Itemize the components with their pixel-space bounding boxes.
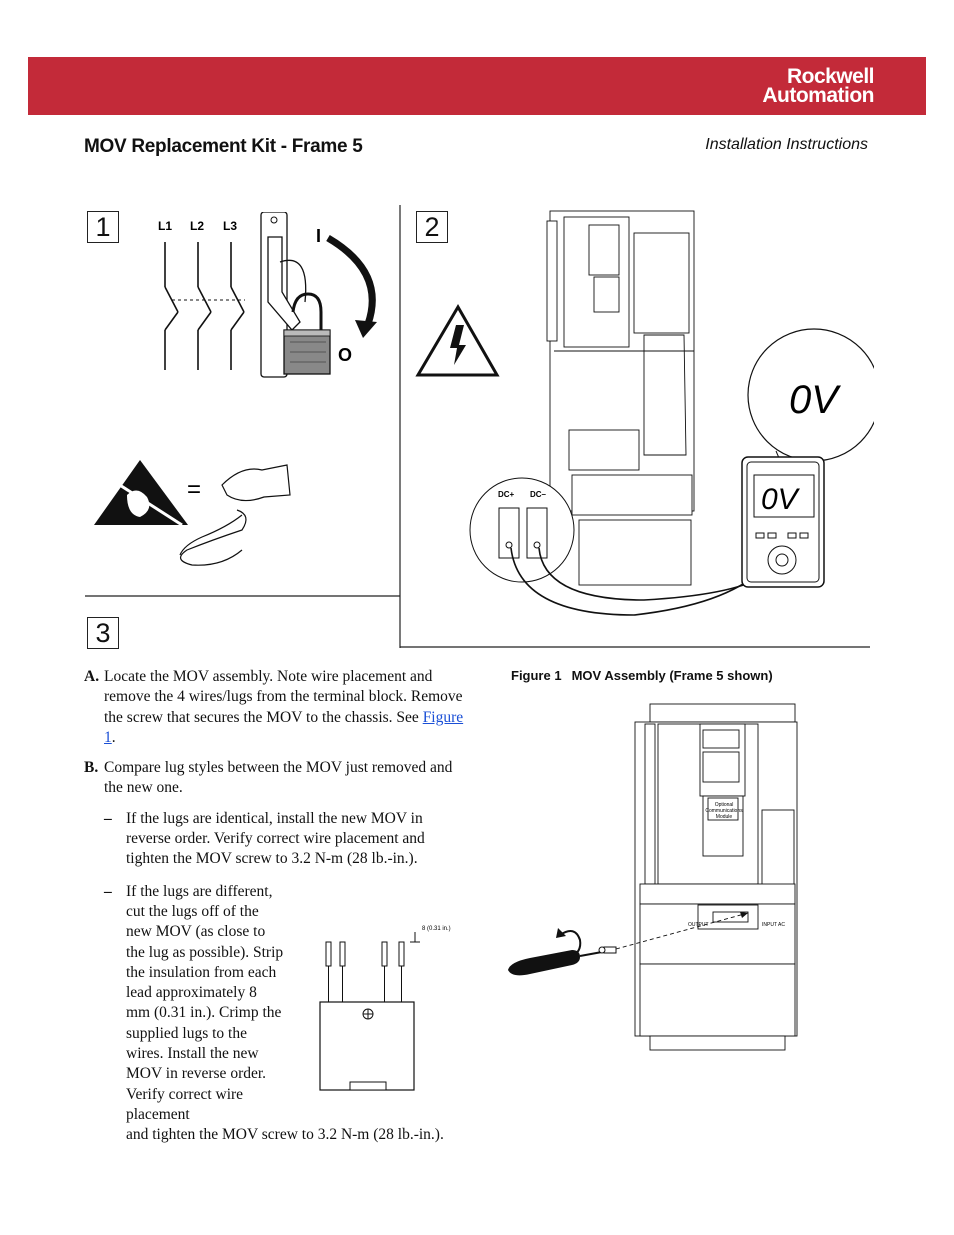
dc-minus-label: DC– [530, 490, 547, 499]
mov-screw [598, 946, 617, 954]
mov-body [319, 1001, 415, 1091]
equals-sign: = [187, 476, 201, 503]
handle-lock-illustration [260, 212, 331, 378]
multimeter [741, 456, 825, 588]
module-label-line1: Optional [715, 802, 734, 808]
wrist-strap-illustration [179, 464, 291, 566]
disconnect-switch-lines [164, 242, 245, 370]
screwdriver-illustration [508, 928, 603, 976]
document-title: MOV Replacement Kit - Frame 5 [84, 136, 363, 157]
mov-tab [349, 1081, 387, 1091]
dc-bus-detail-bubble [469, 477, 575, 583]
step-3-instructions: A. Locate the MOV assembly. Note wire pl… [84, 667, 464, 1146]
meter-leads [510, 547, 767, 616]
dc-plus-label: DC+ [498, 490, 515, 499]
dash-bullet: – [104, 809, 112, 827]
strip-dimension-label: 8 (0.31 in.) [422, 926, 451, 932]
drive-chassis [634, 703, 798, 1051]
mov-lead-strip-diagram: 8 (0.31 in.) [319, 926, 451, 1091]
figure-1-caption: Figure 1 MOV Assembly (Frame 5 shown) [511, 668, 773, 683]
lightning-bolt-icon [450, 325, 466, 365]
screw-alignment-line [615, 912, 749, 950]
lockout-diagram: L1 L2 L3 I O [158, 212, 377, 378]
step-a-label: A. [84, 668, 100, 685]
off-label: O [338, 345, 352, 365]
step-3-box: 3 [87, 617, 119, 649]
l1-label: L1 [158, 219, 172, 233]
figure-1-mov-assembly: Optional Communications Module OUTPUT IN… [508, 703, 798, 1051]
esd-hand-icon [127, 490, 150, 517]
step-a: A. Locate the MOV assembly. Note wire pl… [84, 667, 464, 748]
step-b-different-lugs: – If the lugs are different, cut the lug… [84, 882, 464, 1126]
rotate-arrow [326, 234, 376, 326]
identical-lugs-text: If the lugs are identical, install the n… [126, 809, 425, 868]
document-subtitle: Installation Instructions [705, 136, 868, 153]
figure-1-number: Figure 1 [511, 668, 562, 683]
step-a-end: . [111, 728, 116, 746]
on-label: I [316, 226, 321, 246]
bubble-voltage-reading: 0V [789, 378, 841, 422]
module-label-line2: Communications [705, 808, 743, 814]
dc-bus-terminals [498, 507, 548, 559]
step-b: B. Compare lug styles between the MOV ju… [84, 758, 464, 799]
brand-logo: Rockwell Automation [762, 65, 875, 107]
step-b-label: B. [84, 759, 99, 777]
different-lugs-tail: and tighten the MOV screw to 3.2 N-m (28… [126, 1126, 444, 1144]
step-a-text: Locate the MOV assembly. Note wire place… [104, 668, 463, 726]
brand-line2: Automation [762, 84, 874, 107]
dash-bullet: – [104, 882, 112, 900]
header-banner: Rockwell Automation [28, 57, 926, 115]
drive-unit-illustration [546, 210, 695, 586]
module-label-line3: Module [716, 814, 733, 820]
l3-label: L3 [223, 219, 237, 233]
figure-1-title: MOV Assembly (Frame 5 shown) [571, 668, 773, 683]
figure-1-link[interactable]: Figure 1 [104, 708, 464, 746]
brand-line1: Rockwell [786, 65, 875, 88]
step-1-box: 1 [87, 211, 119, 243]
step-2-box: 2 [416, 211, 448, 243]
input-ac-terminal-label: INPUT AC [762, 922, 785, 928]
meter-voltage-reading: 0V [761, 483, 801, 516]
voltage-check-diagram: DC+ DC– 0V 0V [415, 210, 874, 616]
step-b-identical-lugs: – If the lugs are identical, install the… [84, 809, 464, 870]
different-lugs-text: If the lugs are different, cut the lugs … [126, 882, 284, 1123]
output-terminal-label: OUTPUT [688, 922, 709, 928]
esd-warning: = [94, 460, 291, 566]
step-b-text: Compare lug styles between the MOV just … [104, 759, 453, 797]
l2-label: L2 [190, 219, 204, 233]
rotate-arrowhead [355, 320, 377, 338]
